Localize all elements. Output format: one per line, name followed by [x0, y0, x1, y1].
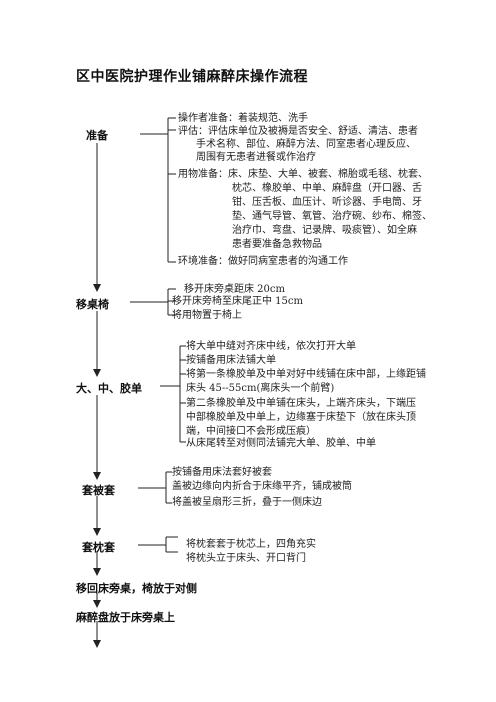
detail-line: 评估：评估床单位及被褥是否安全、舒适、清洁、患者 [178, 126, 418, 137]
detail-line: 垫、通气导管、氧管、治疗碗、纱布、棉签、 [232, 211, 432, 222]
detail-line: 移开床旁桌距床 20cm [184, 284, 285, 295]
step-sheets-label: 大、中、胶单 [76, 382, 142, 395]
step-anesthesia-tray-label: 麻醉盘放于床旁桌上 [76, 611, 175, 624]
detail-line: 枕芯、橡胶单、中单、麻醉盘（开口器、舌 [232, 183, 422, 194]
step-prepare-label: 准备 [86, 129, 108, 142]
arrow-head [93, 600, 101, 608]
detail-line: 将用物置于椅上 [172, 310, 242, 321]
detail-line: 按铺备用床法套好被套 [172, 467, 272, 478]
detail-line: 从床尾转至对侧同法铺完大单、胶单、中单 [186, 438, 376, 449]
detail-line: 用物准备：床、床垫、大单、被套、棉胎或毛毯、枕套、 [178, 169, 428, 180]
step-pillowcase-label: 套枕套 [82, 541, 115, 554]
step-return-table-label: 移回床旁桌，椅放于对侧 [76, 582, 197, 595]
detail-line: 盖被边缘向内折合于床缘平齐，铺成被筒 [172, 481, 352, 492]
detail-line: 将第一条橡胶单及中单对好中线铺在床中部，上缘距铺 [186, 369, 426, 380]
detail-line: 治疗巾、弯盘、记录牌、吸痰管）、如全麻 [232, 225, 417, 236]
detail-line: 端，中间接口不会形成压痕） [186, 426, 316, 437]
arrow-head [93, 472, 101, 480]
detail-line: 操作者准备：着装规范、洗手 [178, 113, 308, 124]
detail-line: 第二条橡胶单及中单铺在床头，上端齐床头，下端压 [186, 398, 416, 409]
arrow-head [93, 369, 101, 377]
arrow-head [93, 528, 101, 536]
detail-line: 患者要准备急救物品 [232, 239, 322, 250]
step-quilt-cover-label: 套被套 [82, 484, 115, 497]
detail-line: 将盖被呈扇形三折，叠于一侧床边 [172, 497, 322, 508]
detail-line: 钳、压舌板、血压计、听诊器、手电筒、牙 [232, 197, 422, 208]
step-move-furniture-label: 移桌椅 [76, 298, 109, 311]
detail-line: 将大单中缝对齐床中线，依次打开大单 [186, 341, 356, 352]
detail-line: 移开床旁椅至床尾正中 15cm [172, 296, 303, 307]
detail-line: 床头 45--55cm(离床头一个前臂) [186, 383, 335, 394]
page-title: 区中医院护理作业铺麻醉床操作流程 [76, 69, 308, 85]
arrow-head [93, 284, 101, 292]
detail-line: 周围有无患者进餐或作治疗 [196, 152, 316, 163]
detail-line: 将枕头立于床头、开口背门 [186, 553, 306, 564]
detail-line: 环境准备：做好同病室患者的沟通工作 [178, 256, 348, 267]
arrow-head [93, 568, 101, 576]
detail-line: 手术名称、部位、麻醉方法、同室患者心理反应、 [196, 139, 416, 150]
detail-line: 中部橡胶单及中单上，边缘塞于床垫下（放在床头顶 [186, 412, 416, 423]
detail-line: 按铺备用床法铺大单 [186, 355, 276, 366]
detail-line: 将枕套套于枕芯上，四角充实 [186, 539, 316, 550]
arrow-head [93, 640, 101, 648]
